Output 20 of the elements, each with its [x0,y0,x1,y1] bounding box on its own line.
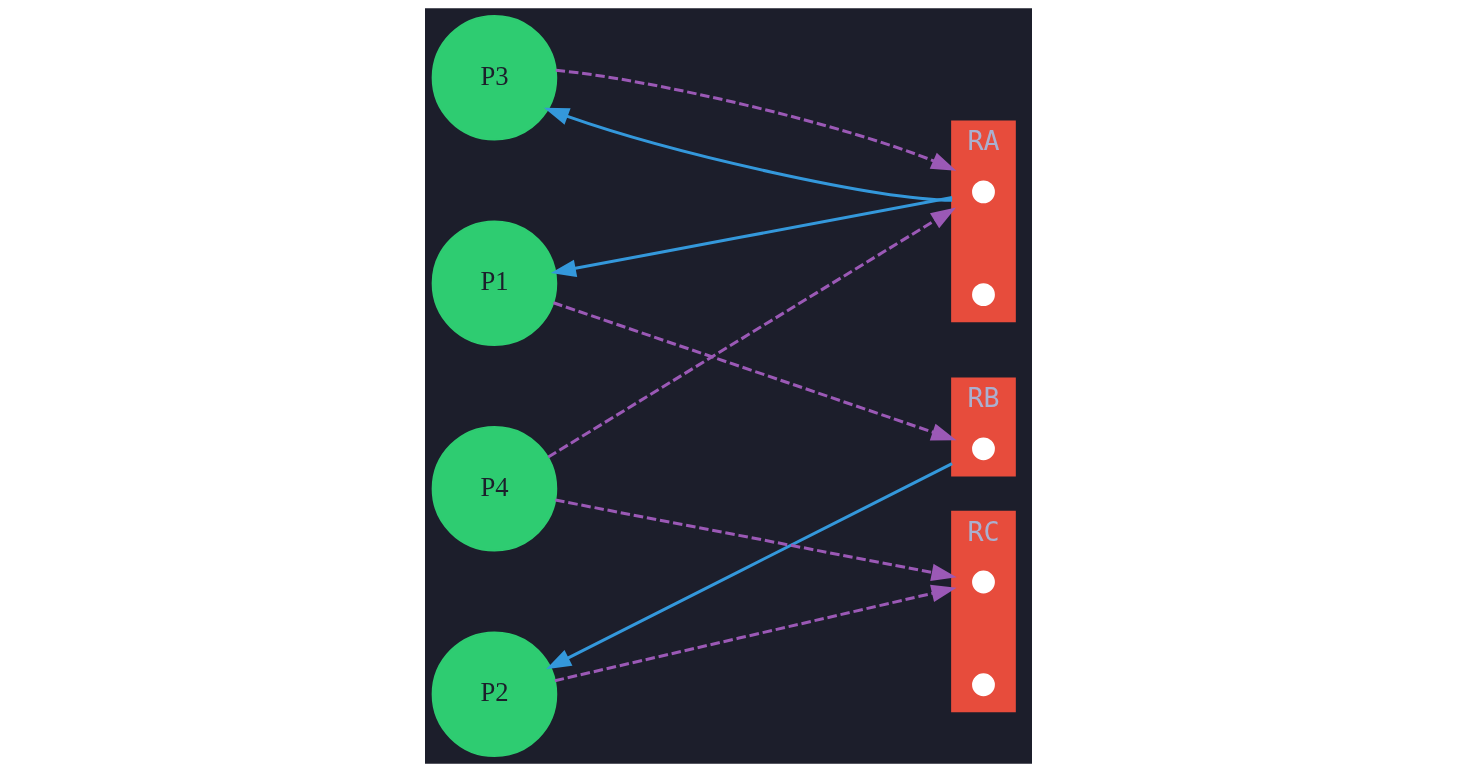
node-circle: P3 [431,14,558,141]
node-circle [972,180,995,204]
arrow [552,301,957,441]
node-circle: P1 [431,220,558,347]
arrow [547,207,956,459]
arrow [550,195,953,277]
node-circle [972,437,995,461]
node-circle [972,673,995,697]
arrow [555,498,957,582]
node-circle [972,570,995,594]
cluster: RC [951,510,1016,713]
node-circle: P2 [431,631,558,758]
cluster: RA [951,120,1016,323]
arrow [546,462,953,670]
arrow [543,107,953,202]
node-circle [972,283,995,307]
cluster: RB [951,377,1016,477]
arrow [554,584,957,683]
node-circle: P4 [431,425,558,552]
arrow [555,68,957,171]
